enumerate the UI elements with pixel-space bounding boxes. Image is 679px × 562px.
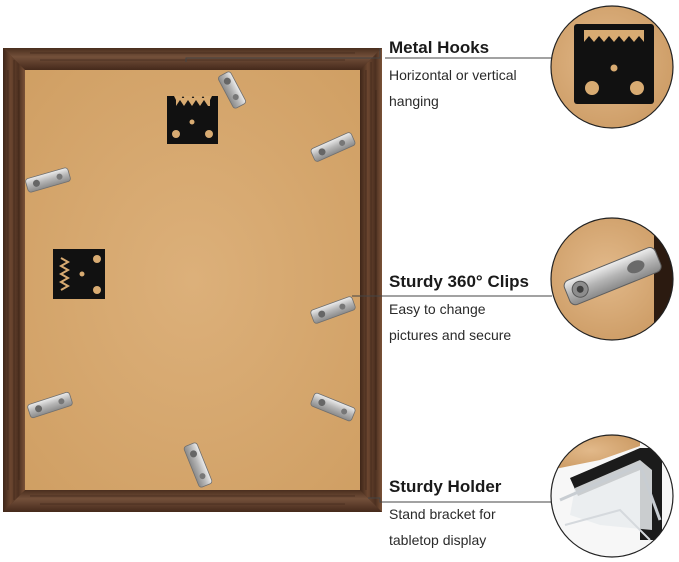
turn-clip bbox=[218, 71, 246, 109]
turn-clip-icon bbox=[563, 247, 662, 306]
turn-clip bbox=[27, 391, 73, 419]
sawtooth-hanger-icon bbox=[574, 24, 654, 104]
sawtooth-hanger-top bbox=[167, 96, 218, 144]
feature-sturdy-holder: Sturdy Holder Stand bracket for tabletop… bbox=[389, 477, 559, 553]
feature-title: Metal Hooks bbox=[389, 38, 490, 57]
detail-circle-holder bbox=[550, 434, 674, 558]
turn-clips bbox=[25, 71, 356, 488]
feature-description: Easy to change pictures and secure bbox=[389, 296, 559, 348]
feature-description: Horizontal or vertical hanging bbox=[389, 62, 559, 114]
turn-clip bbox=[25, 167, 71, 193]
detail-circle-clips bbox=[550, 217, 674, 341]
feature-description-line: Stand bracket for bbox=[389, 506, 496, 522]
feature-metal-hooks: Metal Hooks Horizontal or vertical hangi… bbox=[389, 38, 559, 114]
detail-circle-hooks bbox=[550, 5, 674, 129]
turn-clip bbox=[310, 296, 356, 324]
feature-description-line: Horizontal or vertical bbox=[389, 67, 517, 83]
feature-description-line: hanging bbox=[389, 93, 439, 109]
feature-description: Stand bracket for tabletop display bbox=[389, 501, 559, 553]
feature-description-line: Easy to change bbox=[389, 301, 486, 317]
turn-clip bbox=[310, 132, 356, 162]
sawtooth-hanger-side bbox=[53, 249, 105, 299]
feature-sturdy-clips: Sturdy 360° Clips Easy to change picture… bbox=[389, 272, 559, 348]
feature-title: Sturdy 360° Clips bbox=[389, 272, 530, 291]
feature-title: Sturdy Holder bbox=[389, 477, 502, 496]
corner-bracket-icon bbox=[559, 448, 662, 541]
feature-description-line: tabletop display bbox=[389, 532, 487, 548]
turn-clip bbox=[183, 442, 213, 488]
feature-description-line: pictures and secure bbox=[389, 327, 512, 343]
turn-clip bbox=[310, 392, 356, 422]
leader-lines bbox=[185, 48, 552, 503]
